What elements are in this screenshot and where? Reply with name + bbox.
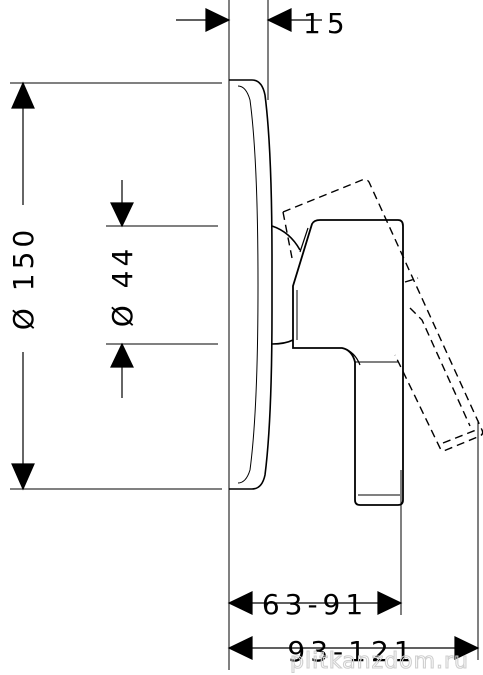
arrow-head <box>227 591 253 615</box>
watermark-text: plitkanzdom.ru <box>290 649 469 674</box>
dim-inner-diameter: Ø 44 <box>106 245 139 328</box>
arrow-head <box>205 8 231 32</box>
dim-depth-top: 15 <box>303 7 351 40</box>
dim-projection-short: 63-91 <box>262 588 368 621</box>
mixer-handle <box>292 219 404 506</box>
arrow-head <box>110 202 134 228</box>
mixer-neck <box>271 225 301 345</box>
dimension-lines <box>11 8 480 660</box>
dim-projection-long: 93-121 <box>287 635 416 668</box>
arrow-head <box>11 463 35 491</box>
arrow-head <box>454 636 480 660</box>
arrow-head <box>110 342 134 368</box>
extension-lines <box>10 0 479 670</box>
arrow-head <box>11 81 35 109</box>
rosette-plate <box>229 79 273 490</box>
dim-outer-diameter: Ø 150 <box>7 226 40 330</box>
arrow-head <box>377 591 403 615</box>
arrow-head <box>227 636 253 660</box>
arrow-head <box>266 8 292 32</box>
